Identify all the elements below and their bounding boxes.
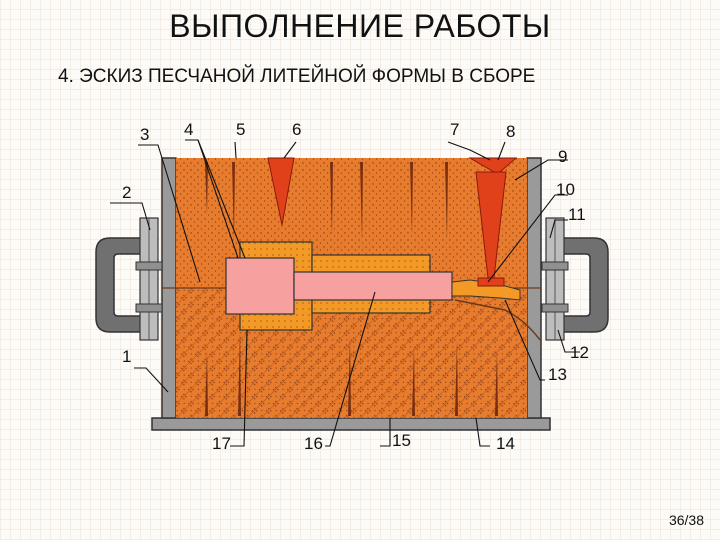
sprue-left bbox=[267, 157, 295, 226]
label-10: 10 bbox=[556, 180, 575, 199]
label-13: 13 bbox=[548, 365, 567, 384]
label-17: 17 bbox=[212, 434, 231, 453]
label-11: 11 bbox=[568, 205, 586, 224]
casting-body bbox=[225, 257, 295, 315]
label-1: 1 bbox=[122, 347, 131, 366]
leader-lines bbox=[110, 139, 580, 447]
page-number: 36/38 bbox=[668, 512, 704, 528]
label-9: 9 bbox=[558, 147, 567, 166]
label-8: 8 bbox=[506, 122, 515, 141]
bottom-board bbox=[151, 417, 551, 431]
vent-channels-top bbox=[205, 162, 448, 240]
sprue-base bbox=[477, 277, 505, 287]
label-5: 5 bbox=[236, 120, 245, 139]
slide-subtitle: 4. ЭСКИЗ ПЕСЧАНОЙ ЛИТЕЙНОЙ ФОРМЫ В СБОРЕ bbox=[58, 66, 536, 87]
casting-shaft bbox=[293, 271, 453, 301]
label-2: 2 bbox=[122, 183, 131, 202]
slide-title: ВЫПОЛНЕНИЕ РАБОТЫ bbox=[169, 8, 551, 44]
label-16: 16 bbox=[304, 434, 323, 453]
label-6: 6 bbox=[292, 120, 301, 139]
label-15: 15 bbox=[392, 431, 411, 450]
right-clamp bbox=[541, 217, 609, 341]
label-4: 4 bbox=[184, 120, 193, 139]
riser-profile bbox=[454, 299, 541, 341]
label-3: 3 bbox=[140, 125, 149, 144]
label-14: 14 bbox=[496, 434, 515, 453]
vent-channels-bottom bbox=[205, 330, 498, 416]
label-12: 12 bbox=[570, 343, 589, 362]
label-7: 7 bbox=[450, 120, 459, 139]
left-clamp bbox=[95, 217, 163, 341]
